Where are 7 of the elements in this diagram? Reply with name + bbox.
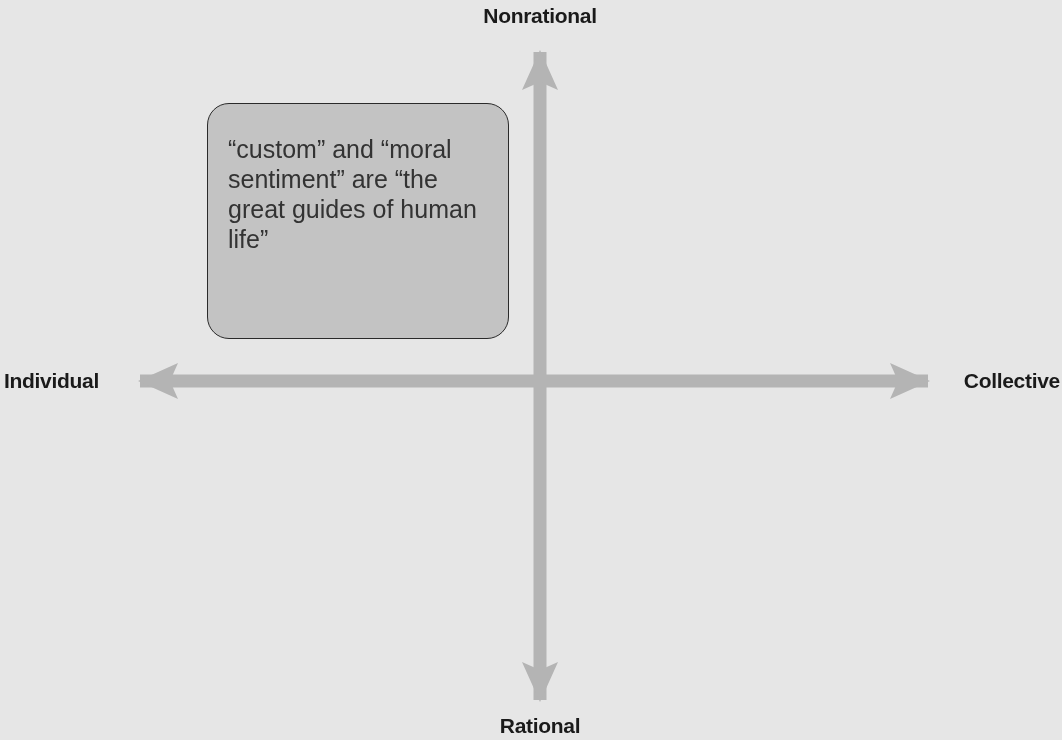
quote-box: “custom” and “moral sentiment” are “the great guides of human life” <box>207 103 509 339</box>
double-arrow <box>522 50 558 702</box>
axis-label: Nonrational <box>463 4 617 52</box>
axis-label: Rational <box>463 700 617 738</box>
axis-label: Collective <box>928 362 1060 400</box>
axis-label: Individual <box>4 362 140 400</box>
double-arrow <box>138 363 930 399</box>
